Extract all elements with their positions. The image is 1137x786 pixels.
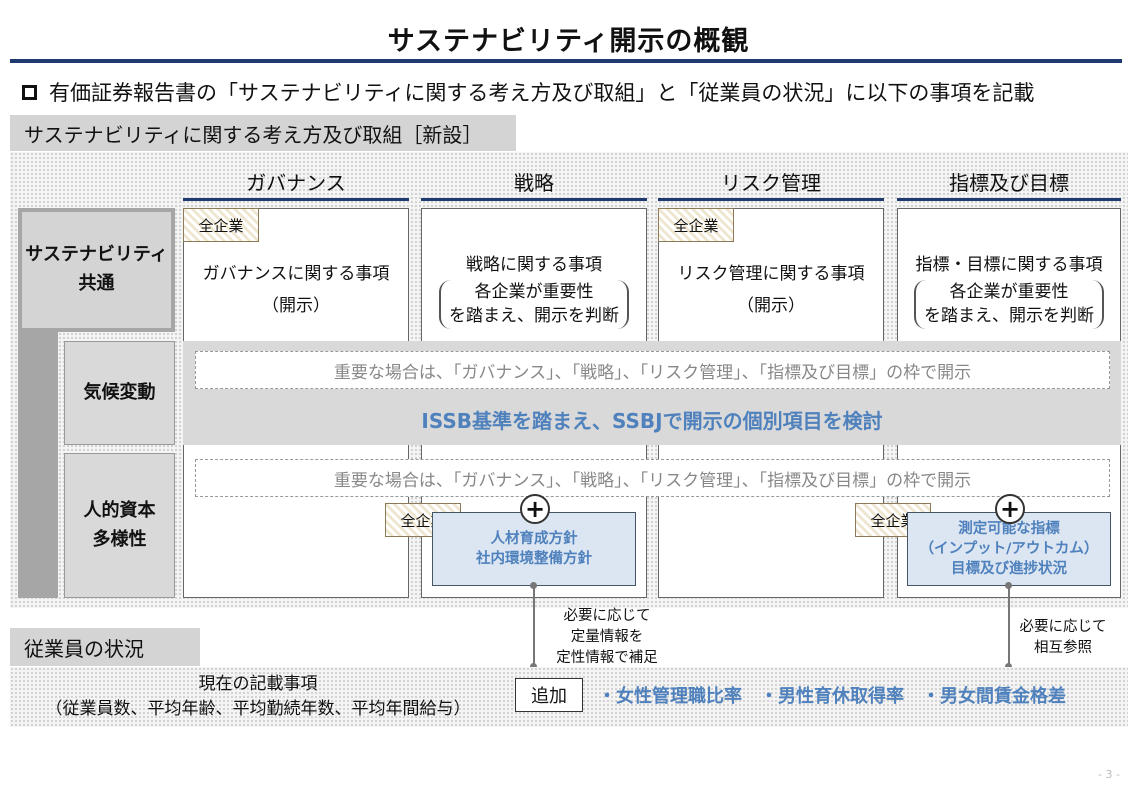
cell-governance: ガバナンスに関する事項 （開示） xyxy=(183,245,409,335)
plus-icon: + xyxy=(995,494,1025,524)
cell-risk-main: リスク管理に関する事項 xyxy=(677,263,865,284)
add-label: 追加 xyxy=(515,678,583,712)
summary-bullet: 有価証券報告書の「サステナビリティに関する考え方及び取組」と「従業員の状況」に以… xyxy=(22,78,1034,106)
row-label-climate: 気候変動 xyxy=(64,341,175,445)
column-header-governance: ガバナンス xyxy=(246,170,346,195)
dashed-note-climate: 重要な場合は、「ガバナンス」、「戦略」、「リスク管理」、「指標及び目標」の枠で開… xyxy=(195,351,1110,389)
cell-strategy-main: 戦略に関する事項 xyxy=(466,254,602,275)
employee-area xyxy=(10,667,1128,727)
column-header-metrics: 指標及び目標 xyxy=(949,170,1069,195)
cell-strategy-bracket: 各企業が重要性 を踏まえ、開示を判断 xyxy=(439,279,629,330)
summary-text: 有価証券報告書の「サステナビリティに関する考え方及び取組」と「従業員の状況」に以… xyxy=(49,81,1035,105)
tag-all-companies: 全企業 xyxy=(658,208,734,242)
row-header-spine xyxy=(18,332,58,598)
dashed-note-human: 重要な場合は、「ガバナンス」、「戦略」、「リスク管理」、「指標及び目標」の枠で開… xyxy=(195,459,1110,497)
note-cross-reference: 必要に応じて 相互参照 xyxy=(1019,619,1107,657)
connector-line xyxy=(1008,586,1010,668)
plus-icon: + xyxy=(520,494,550,524)
cell-risk: リスク管理に関する事項 （開示） xyxy=(658,245,884,335)
column-header-risk: リスク管理 xyxy=(721,170,821,195)
cell-governance-main: ガバナンスに関する事項 xyxy=(202,263,390,284)
page-title: サステナビリティ開示の概観 xyxy=(387,25,750,57)
cell-strategy: 戦略に関する事項 各企業が重要性 を踏まえ、開示を判断 xyxy=(421,245,647,335)
cell-metrics-main: 指標・目標に関する事項 xyxy=(915,254,1103,275)
added-items: ・女性管理職比率 ・男性育休取得率 ・男女間賃金格差 xyxy=(598,686,1066,707)
connector-dot xyxy=(530,582,537,589)
cell-risk-sub: （開示） xyxy=(737,296,805,316)
current-disclosure-items: 現在の記載事項 （従業員数、平均年齢、平均勤続年数、平均年間給与） xyxy=(45,673,471,720)
section-sustainability-label: サステナビリティに関する考え方及び取組［新設］ xyxy=(10,115,516,151)
column-header-strategy: 戦略 xyxy=(514,170,554,195)
column-rule xyxy=(658,198,884,201)
note-quantitative: 必要に応じて 定量情報を 定性情報で補足 xyxy=(556,608,658,667)
cell-governance-sub: （開示） xyxy=(262,296,330,316)
square-bullet-icon xyxy=(22,84,37,100)
cell-metrics-bracket: 各企業が重要性 を踏まえ、開示を判断 xyxy=(914,279,1104,330)
human-capital-policy-box: 人材育成方針 社内環境整備方針 xyxy=(432,512,636,586)
title-underline xyxy=(10,59,1122,63)
connector-dot xyxy=(1005,663,1012,670)
section-employee-label: 従業員の状況 xyxy=(10,628,200,666)
page-number: - 3 - xyxy=(1098,768,1120,781)
tag-all-companies: 全企業 xyxy=(183,208,259,242)
issb-note: ISSB基準を踏まえ、SSBJで開示の個別項目を検討 xyxy=(421,408,883,433)
human-capital-metrics-box: 測定可能な指標 （インプット/アウトカム） 目標及び進捗状況 xyxy=(907,512,1111,586)
column-rule xyxy=(183,198,409,201)
connector-dot xyxy=(1005,582,1012,589)
row-label-common: サステナビリティ 共通 xyxy=(22,212,171,328)
column-rule xyxy=(421,198,647,201)
cell-metrics: 指標・目標に関する事項 各企業が重要性 を踏まえ、開示を判断 xyxy=(897,245,1121,335)
row-label-human-capital: 人的資本 多様性 xyxy=(64,453,175,598)
connector-line xyxy=(533,586,535,668)
column-rule xyxy=(897,198,1121,201)
connector-dot xyxy=(530,663,537,670)
